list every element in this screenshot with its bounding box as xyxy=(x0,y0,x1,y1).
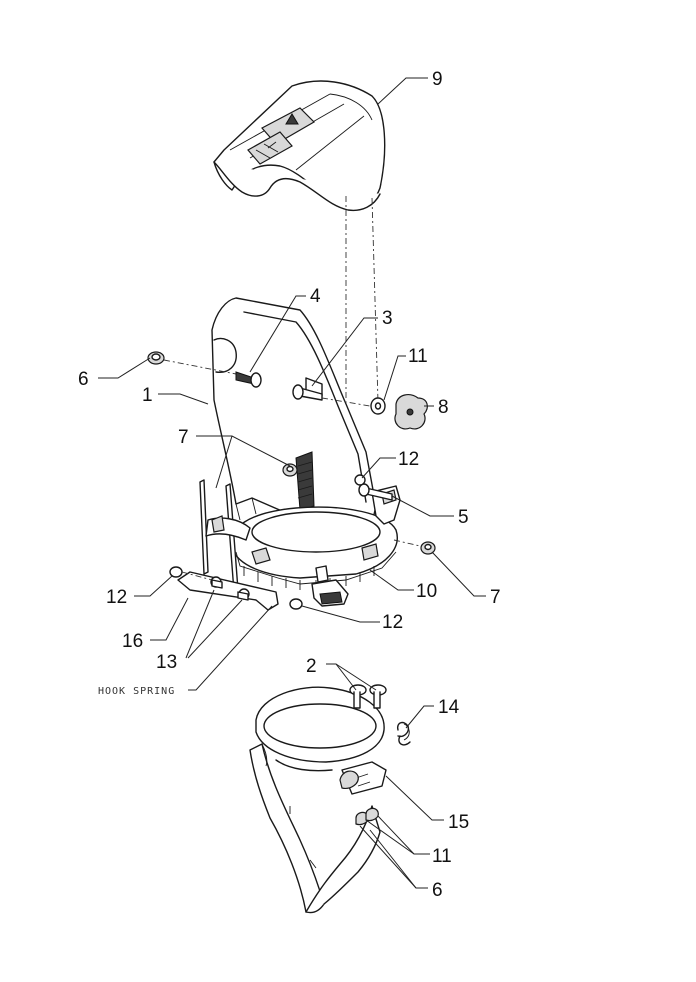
callout-6-bottom: 6 xyxy=(432,880,443,901)
clamp-block xyxy=(311,565,349,607)
alignment-line xyxy=(321,397,371,407)
callout-12-bottom: 12 xyxy=(382,612,403,633)
bolts-part-2 xyxy=(349,684,387,709)
callout-3: 3 xyxy=(382,308,393,329)
callout-12-right: 12 xyxy=(398,449,419,470)
callout-5: 5 xyxy=(458,507,469,528)
callout-7-right: 7 xyxy=(490,587,501,608)
callout-11-top: 11 xyxy=(408,346,428,367)
alignment-line xyxy=(371,197,379,403)
callout-2: 2 xyxy=(306,656,317,677)
washer-part-12-left xyxy=(169,566,183,578)
pins-part-13 xyxy=(211,579,249,601)
callout-15: 15 xyxy=(448,812,469,833)
alignment-line xyxy=(181,571,213,581)
callout-12-left: 12 xyxy=(106,587,127,608)
callout-7-center: 7 xyxy=(178,427,189,448)
callout-4: 4 xyxy=(310,286,321,307)
callout-10: 10 xyxy=(416,581,437,602)
chute-deflector xyxy=(213,80,386,212)
alignment-line xyxy=(393,539,421,547)
nut-part-7-center xyxy=(282,463,298,477)
upper-chute xyxy=(211,297,377,541)
knob-part-8 xyxy=(394,394,428,430)
washer-part-11 xyxy=(370,397,386,415)
leader-lines xyxy=(98,77,486,889)
callout-6-top: 6 xyxy=(78,369,89,390)
alignment-line xyxy=(163,359,237,375)
lower-chute-base xyxy=(249,686,387,914)
callout-8: 8 xyxy=(438,397,449,418)
nut-part-6-left xyxy=(147,351,165,365)
callout-13: 13 xyxy=(156,652,177,673)
callout-11-bottom: 11 xyxy=(432,846,452,867)
bolt-part-3 xyxy=(292,384,323,401)
bolt-part-5 xyxy=(358,483,393,501)
callout-16: 16 xyxy=(122,631,143,652)
hook-spring-note: HOOK SPRING xyxy=(98,686,175,697)
washer-part-12-bottom xyxy=(289,598,303,610)
callout-1: 1 xyxy=(142,385,153,406)
callout-9: 9 xyxy=(432,69,443,90)
callout-14: 14 xyxy=(438,697,460,718)
nut-part-7-right xyxy=(420,541,436,555)
chute-ring xyxy=(230,506,398,590)
bolt-part-4 xyxy=(235,371,262,388)
